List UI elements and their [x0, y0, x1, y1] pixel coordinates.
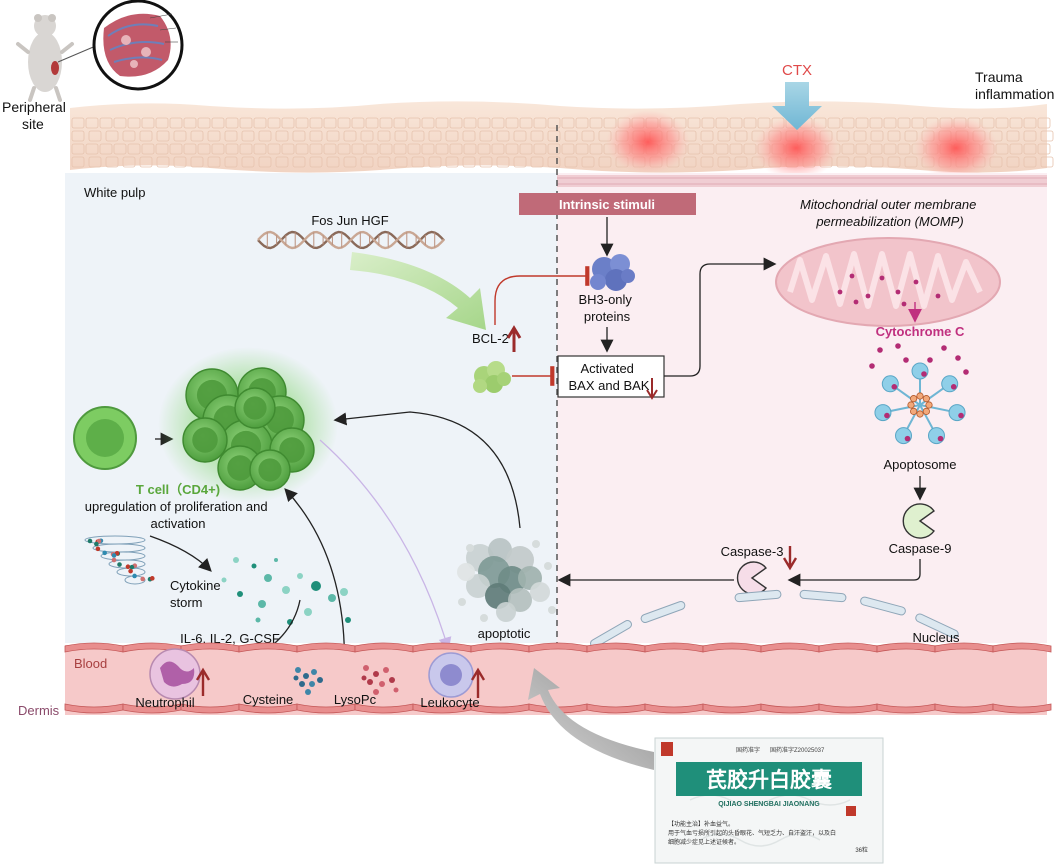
label-lysopc: LysoPc: [334, 692, 377, 707]
inflammation-spot-1: [606, 110, 690, 174]
intrinsic-stimuli-bar: [519, 193, 696, 215]
label-peripheral-site: Peripheral site: [2, 99, 70, 132]
label-momp: Mitochondrial outer membrane permeabiliz…: [800, 197, 980, 229]
label-dermis: Dermis: [18, 703, 60, 718]
label-intrinsic-stimuli: Intrinsic stimuli: [559, 197, 655, 212]
label-white-pulp: White pulp: [84, 185, 145, 200]
label-bcl2: BCL-2: [472, 331, 509, 346]
label-ctx: CTX: [782, 62, 812, 79]
leukocyte-up-arrow: [470, 667, 486, 698]
label-caspase3: Caspase-3: [721, 544, 784, 559]
drug-pinyin: QIJIAO SHENGBAI JIAONANG: [718, 801, 820, 808]
ctx-arrow: [772, 82, 822, 130]
bcl2-up-arrow: [506, 325, 522, 352]
skin-layer: [70, 101, 1054, 173]
neutrophil: [149, 648, 201, 700]
label-neutrophil: Neutrophil: [135, 695, 194, 710]
label-cysteine: Cysteine: [243, 692, 294, 707]
cytokine-dots: [221, 557, 351, 625]
label-fos-jun-hgf: Fos Jun HGF: [311, 213, 388, 228]
label-blood: Blood: [74, 656, 107, 671]
drug-header-left: 国药准字: [736, 746, 760, 754]
label-cytokines: IL-6, IL-2, G-CSF: [180, 631, 280, 646]
vessel-wall-top: [64, 642, 1052, 653]
nucleus-membrane: [590, 589, 959, 648]
casp3-down-arrow: [782, 546, 798, 571]
bh3-protein: [590, 254, 635, 291]
drug-curved-arrow: [528, 668, 654, 770]
blood-vessel: [65, 645, 1047, 715]
drug-package: 国药准字 国药准字Z20025037 芪胶升白胶囊 QIJIAO SHENGBA…: [654, 737, 884, 864]
label-apoptotic: apoptotic: [478, 626, 531, 641]
drug-desc-3: 细胞减少症见上述证候者。: [668, 838, 740, 846]
dna-helix: [257, 230, 445, 250]
apoptotic-cell: [457, 538, 556, 622]
label-t-cell: T cell（CD4+): [136, 482, 220, 497]
neutrophil-up-arrow: [195, 667, 211, 696]
label-nucleus: Nucleus: [913, 630, 960, 645]
mitochondrion: [775, 237, 1001, 327]
label-upregulation: upregulation of proliferation and activa…: [85, 499, 271, 531]
leukocyte: [428, 652, 474, 698]
label-cytochrome-c: Cytochrome C: [876, 324, 965, 339]
right-panel: [557, 173, 1047, 643]
label-caspase9: Caspase-9: [889, 541, 952, 556]
label-bh3-only: BH3-only proteins: [578, 292, 635, 324]
tcell-to-leukocyte-arrow: [319, 439, 452, 651]
t-cell-cluster: [182, 367, 315, 491]
drug-desc-2: 用于气血亏损所引起的头昏眼花、气短乏力、自汗盗汗，以及白: [668, 829, 836, 837]
membrane-band: [557, 175, 1047, 187]
green-curved-arrow: [350, 252, 486, 330]
apoptotic-to-tcell-arrow: [333, 411, 521, 529]
label-apoptosome: Apoptosome: [884, 457, 957, 472]
label-cytokine-storm: Cytokine storm: [170, 578, 224, 610]
t-cell-single: [73, 406, 137, 470]
drug-header-right: 国药准字Z20025037: [770, 746, 825, 754]
label-leukocyte: Leukocyte: [420, 695, 479, 710]
bax-to-mito-arrow: [664, 257, 777, 377]
bcl2-protein: [473, 361, 511, 393]
caspase9-pacman: [902, 503, 935, 539]
bax-down-arrow: [646, 378, 658, 400]
apoptosome: [869, 343, 969, 445]
spleen-cross-section: [92, 0, 184, 91]
drug-desc-1: 【功能主治】补血益气。: [668, 820, 734, 828]
inflammation-spot-2: [754, 116, 838, 180]
vessel-wall-bottom: [64, 703, 1052, 714]
lysopc-dots: [361, 665, 399, 695]
bcl2-inhibits-bh3: [494, 266, 590, 325]
label-trauma-inflammation: Trauma inflammation: [975, 69, 1054, 102]
drug-count: 36粒: [855, 846, 868, 854]
inflammation-spot-3: [914, 116, 998, 180]
mouse-illustration: [16, 14, 99, 102]
casp9-to-casp3-arrow: [787, 559, 921, 587]
drug-title: 芪胶升白胶囊: [706, 768, 832, 792]
label-bax-bak: Activated BAX and BAK: [569, 361, 650, 393]
cysteine-dots: [293, 667, 323, 695]
